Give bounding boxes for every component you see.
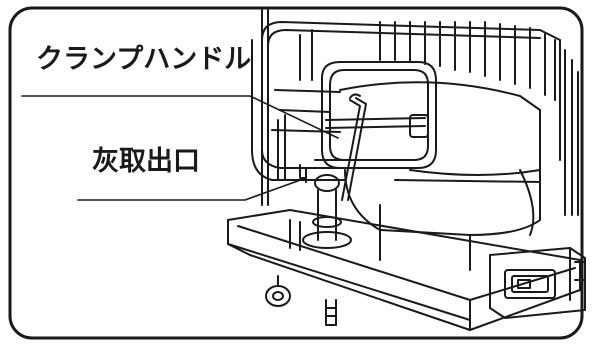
caster-wheel (265, 275, 291, 307)
ash-outlet-leader (77, 177, 307, 201)
leader-lines (21, 95, 339, 201)
rear-grille (261, 9, 579, 216)
clamp-handle-label: クランプハンドル (36, 44, 252, 75)
clamp-handle-part (299, 93, 367, 201)
control-box (489, 247, 586, 319)
drum-body (339, 81, 541, 271)
ash-door (321, 61, 437, 169)
clamp-handle-leader (21, 95, 339, 139)
ash-outlet-label: 灰取出口 (92, 146, 200, 177)
side-frame (251, 39, 346, 181)
figure-border (8, 6, 584, 340)
base-tray (227, 209, 581, 331)
drain-bolt (325, 299, 337, 326)
